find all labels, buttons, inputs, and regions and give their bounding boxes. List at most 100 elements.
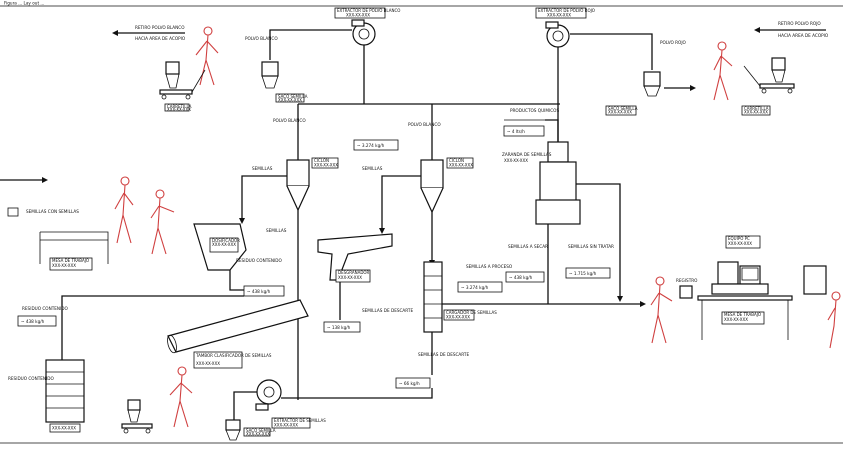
svg-text:EXTRACTOR DE POLVO ROJO: EXTRACTOR DE POLVO ROJO [538, 8, 595, 13]
svg-text:RESIDUO CONTENIDO: RESIDUO CONTENIDO [236, 258, 283, 263]
svg-text:~ 3.274 kg/h: ~ 3.274 kg/h [461, 285, 489, 290]
flow-box-6 [565, 267, 611, 279]
right-arrow-label-2: HACIA AREA DE ACOPIO [778, 33, 829, 38]
residue-stack: RESIDUO CONTENIDO XXX-XX-XXX [8, 359, 85, 433]
svg-text:XXX-XX-XXX: XXX-XX-XXX [449, 163, 473, 168]
workbench-right: REGISTRO MESA DE TRABAJO XXX-XX-XXX EQUI… [676, 235, 827, 340]
svg-text:POLVO ROJO: POLVO ROJO [660, 40, 687, 45]
svg-text:RESIDUO CONTENIDO: RESIDUO CONTENIDO [22, 306, 69, 311]
svg-text:EXTRACTOR DE POLVO BLANCO: EXTRACTOR DE POLVO BLANCO [337, 8, 400, 13]
blower-red-dust: EXTRACTOR DE POLVO ROJO XXX-XX-XXX [535, 7, 595, 48]
svg-text:SEMILLAS DE DESCARTE: SEMILLAS DE DESCARTE [362, 308, 413, 313]
svg-text:CARGADOR DE SEMILLAS: CARGADOR DE SEMILLAS [446, 310, 497, 315]
flow-box-9 [395, 377, 431, 389]
svg-text:CICLON: CICLON [314, 158, 329, 163]
zaranda: ZARANDA DE SEMILLAS XXX-XX-XXX [502, 141, 581, 225]
operator-figure-bottom [169, 366, 193, 428]
svg-text:ZARANDA DE SEMILLAS: ZARANDA DE SEMILLAS [502, 152, 552, 157]
outgoing-red-dust-arrow: RETIRO POLVO ROJO HACIA AREA DE ACOPIO [754, 21, 829, 38]
svg-text:~ 438 kg/h: ~ 438 kg/h [21, 319, 45, 324]
svg-text:XXX-XX-XXX: XXX-XX-XXX [547, 13, 571, 18]
svg-text:~ 3.274 kg/h: ~ 3.274 kg/h [357, 143, 385, 148]
svg-text:XXX-XX-XXX: XXX-XX-XXX [52, 263, 76, 268]
svg-text:RESIDUO CONTENIDO: RESIDUO CONTENIDO [8, 376, 55, 381]
cyclone-mid: CICLON XXX-XX-XXX [420, 157, 474, 214]
flow-box-3 [243, 285, 285, 297]
svg-text:POLVO BLANCO: POLVO BLANCO [408, 122, 441, 127]
svg-text:SEMILLAS A SECAR: SEMILLAS A SECAR [508, 244, 548, 249]
svg-text:SEMILLAS DE DESCARTE: SEMILLAS DE DESCARTE [418, 352, 469, 357]
workbench-left: SEMILLAS CON SEMILLAS MESA DE TRABAJO XX… [7, 207, 109, 271]
svg-text:DOSIFICADOR: DOSIFICADOR [212, 238, 240, 243]
svg-text:CARRETILLA: CARRETILLA [744, 106, 769, 111]
svg-text:SEMILLAS: SEMILLAS [252, 166, 273, 171]
svg-text:~ 66 kg/h: ~ 66 kg/h [399, 381, 420, 386]
desgranador: DESGRANADOR XXX-XX-XXX [317, 233, 393, 283]
svg-text:REGISTRO: REGISTRO [676, 278, 698, 283]
operator-figure-top-right [713, 41, 733, 101]
svg-text:EQUIPO PC: EQUIPO PC [728, 236, 750, 241]
flow-box-4 [457, 281, 503, 293]
right-arrow-label-1: RETIRO POLVO ROJO [778, 21, 821, 26]
svg-text:XXX-XX-XXX: XXX-XX-XXX [446, 315, 470, 320]
blower-bottom: EXTRACTOR DE SEMILLAS XXX-XX-XXX [255, 379, 326, 429]
separator-stack: CARGADOR DE SEMILLAS XXX-XX-XXX [423, 261, 497, 333]
pipe-semillas-left [241, 175, 287, 220]
svg-text:SEMILLAS CON SEMILLAS: SEMILLAS CON SEMILLAS [26, 209, 79, 214]
left-arrow-label-1: RETIRO POLVO BLANCO [135, 25, 185, 30]
svg-text:XXX-XX-XXX: XXX-XX-XXX [167, 107, 191, 112]
svg-text:XXX-XX-XXX: XXX-XX-XXX [314, 163, 338, 168]
operator-figure-right-2 [827, 291, 841, 349]
cart-top-left: CARRETILLA XXX-XX-XXX [159, 61, 206, 112]
dosificador: DOSIFICADOR XXX-XX-XXX [193, 223, 247, 271]
svg-text:XXX-XX-XXX: XXX-XX-XXX [274, 423, 298, 428]
bag-bottom: SACO SEMILLA XXX-XX-XXX [225, 419, 276, 441]
svg-text:XXX-XX-XXX: XXX-XX-XXX [346, 13, 370, 18]
pipe-blower-white-to-bag [269, 29, 352, 60]
svg-text:XXX-XX-XXX: XXX-XX-XXX [278, 98, 302, 103]
left-arrow-label-2: HACIA AREA DE ACOPIO [135, 36, 186, 41]
pipe-semillas-mid [381, 175, 421, 230]
flow-box-7 [17, 315, 57, 327]
svg-text:SACO SEMILLA: SACO SEMILLA [278, 94, 308, 99]
svg-text:XXX-XX-XXX: XXX-XX-XXX [52, 426, 76, 431]
input-arrow-left [0, 177, 48, 183]
svg-text:XXX-XX-XXX: XXX-XX-XXX [338, 275, 362, 280]
flow-box-2 [503, 125, 545, 137]
bag-top-left: SACO SEMILLA XXX-XX-XXX [261, 61, 308, 103]
svg-text:POLVO BLANCO: POLVO BLANCO [273, 118, 306, 123]
cart-left-label: CARRETILLA [167, 104, 192, 109]
svg-text:DESGRANADOR: DESGRANADOR [338, 270, 370, 275]
svg-text:MESA DE TRABAJO: MESA DE TRABAJO [724, 312, 761, 317]
cyclone-left: CICLON XXX-XX-XXX [286, 157, 339, 212]
outgoing-white-dust-arrow: RETIRO POLVO BLANCO HACIA AREA DE ACOPIO [112, 25, 186, 41]
svg-text:SACO SEMILLA: SACO SEMILLA [246, 428, 276, 433]
flow-box-8 [323, 321, 361, 333]
svg-text:~ 438 kg/h: ~ 438 kg/h [509, 275, 533, 280]
svg-text:~ 4 lts/h: ~ 4 lts/h [507, 129, 525, 134]
svg-text:XXX-XX-XXX: XXX-XX-XXX [504, 158, 528, 163]
operator-figure-left-1 [114, 176, 134, 244]
cart-top-right: CARRETILLA XXX-XX-XXX [741, 57, 795, 116]
blower-white-dust: EXTRACTOR DE POLVO BLANCO XXX-XX-XXX [334, 7, 400, 46]
svg-text:PRODUCTOS QUIMICOS: PRODUCTOS QUIMICOS [510, 108, 559, 113]
svg-text:XXX-XX-XXX: XXX-XX-XXX [246, 432, 270, 437]
svg-text:EXTRACTOR DE SEMILLAS: EXTRACTOR DE SEMILLAS [274, 418, 326, 423]
cart-bottom [121, 399, 153, 434]
operator-figure-right-1 [650, 276, 673, 344]
svg-text:XXX-XX-XXX: XXX-XX-XXX [744, 110, 768, 115]
svg-text:~ 138 kg/h: ~ 138 kg/h [327, 325, 351, 330]
svg-text:~ 1.715 kg/h: ~ 1.715 kg/h [569, 271, 597, 276]
svg-text:XXX-XX-XXX: XXX-XX-XXX [724, 317, 748, 322]
polvo-blanco-small: POLVO BLANCO [245, 36, 278, 41]
tambor-clasificador: TAMBOR CLASIFICADOR DE SEMILLAS XXX-XX-X… [167, 299, 309, 369]
svg-text:CICLON: CICLON [449, 158, 464, 163]
svg-text:XXX-XX-XXX: XXX-XX-XXX [608, 110, 632, 115]
svg-text:XXX-XX-XXX: XXX-XX-XXX [728, 241, 752, 246]
svg-text:SEMILLAS A PROCESO: SEMILLAS A PROCESO [466, 264, 513, 269]
svg-text:SEMILLAS SIN TRATAR: SEMILLAS SIN TRATAR [568, 244, 614, 249]
flow-box-5 [505, 271, 545, 283]
svg-text:MESA DE TRABAJO: MESA DE TRABAJO [52, 258, 89, 263]
